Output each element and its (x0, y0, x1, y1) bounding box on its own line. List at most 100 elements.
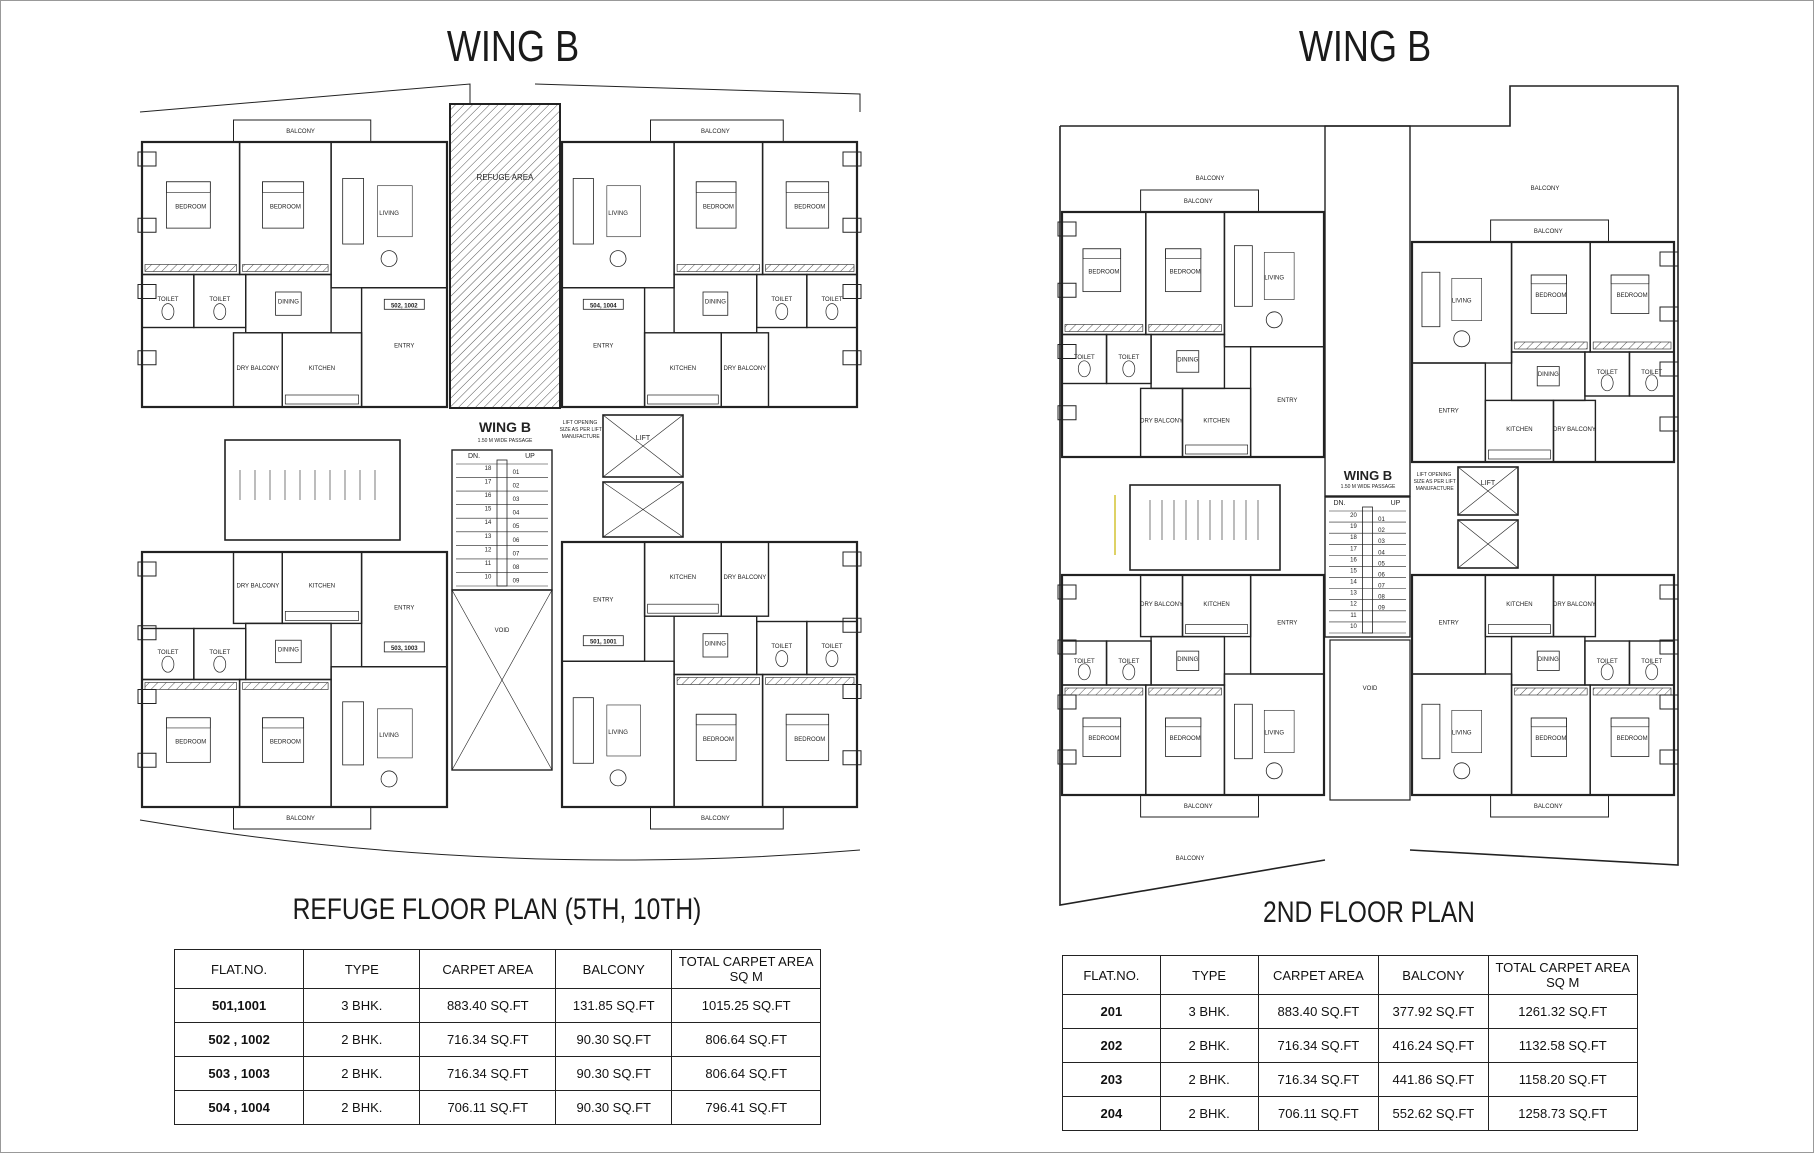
room-label-dry-balcony: DRY BALCONY (237, 366, 280, 372)
toilet-icon (213, 655, 227, 673)
toilet-icon (1077, 663, 1091, 681)
table-cell: 2 BHK. (1159, 1096, 1259, 1131)
room-label-kitchen: KITCHEN (1506, 602, 1532, 608)
balcony (650, 119, 784, 143)
room-label-balcony: BALCONY (1184, 804, 1213, 810)
chair-icon (609, 250, 627, 268)
room-label-bedroom: BEDROOM (1535, 736, 1566, 742)
wardrobe-icon (676, 264, 760, 272)
table-cell: 716.34 SQ.FT (419, 1022, 557, 1057)
table-cell: 706.11 SQ.FT (419, 1090, 557, 1125)
wardrobe-icon (1592, 687, 1672, 696)
stair-step-number: 18 (485, 466, 492, 472)
pillow-icon (1610, 274, 1650, 285)
room-label-bedroom: BEDROOM (1617, 293, 1648, 299)
room-label-living: LIVING (1264, 275, 1284, 281)
refuge-floor-plan-title: REFUGE FLOOR PLAN (5TH, 10TH) (292, 893, 702, 926)
stair-handrail (1362, 506, 1373, 634)
sofa-icon (342, 701, 364, 766)
kitchen-counter-icon (1488, 624, 1551, 634)
table-cell: 883.40 SQ.FT (1257, 994, 1380, 1029)
room-label-entry: ENTRY (1277, 621, 1297, 627)
wardrobe-icon (1064, 324, 1144, 332)
room-label-toilet: TOILET (821, 644, 842, 650)
room-label-entry: ENTRY (1439, 409, 1459, 415)
toilet-icon (825, 650, 839, 667)
room-wall (360, 551, 448, 668)
lift-cross (1457, 519, 1519, 569)
table-cell: 90.30 SQ.FT (555, 1090, 673, 1125)
kitchen-counter-icon (1185, 444, 1248, 455)
central-corridor (1324, 125, 1411, 497)
stair-step-number: 05 (1378, 561, 1385, 567)
room-label-living: LIVING (1264, 731, 1284, 737)
window-icon (842, 284, 862, 299)
flat-number-tag: 503, 1003 (391, 646, 418, 652)
room-wall (561, 287, 646, 408)
room-label-dry-balcony: DRY BALCONY (1140, 419, 1183, 425)
room-label-toilet: TOILET (1597, 659, 1618, 665)
room-label-toilet: TOILET (821, 297, 842, 303)
stair-step-number: 06 (1378, 572, 1385, 578)
stair-up-label: UP (1391, 500, 1401, 507)
balcony-label: BALCONY (1196, 176, 1225, 182)
wardrobe-icon (242, 682, 329, 690)
room-label-bedroom: BEDROOM (1617, 736, 1648, 742)
room-label-dining: DINING (278, 300, 299, 306)
column-header: BALCONY (1378, 955, 1489, 995)
stair-step-number: 02 (1378, 528, 1385, 534)
room-label-toilet: TOILET (209, 297, 230, 303)
room-label-bedroom: BEDROOM (175, 739, 206, 745)
balcony (1490, 219, 1609, 243)
left-wing-title: WING B (446, 22, 580, 71)
room-label-balcony: BALCONY (286, 129, 315, 135)
pillow-icon (1530, 274, 1567, 285)
wardrobe-icon (1148, 324, 1222, 332)
dining-table-icon (1536, 650, 1560, 671)
column-header: TYPE (1159, 955, 1259, 995)
rug-icon (377, 185, 413, 238)
column-header: TOTAL CARPET AREA SQ M (671, 949, 821, 989)
stair-step-number: 12 (485, 547, 492, 553)
toilet-icon (1122, 360, 1136, 378)
table-cell: 2 BHK. (303, 1090, 421, 1125)
stair-step-number: 18 (1350, 535, 1357, 541)
stair-step-number: 03 (1378, 539, 1385, 545)
table-cell: 2 BHK. (303, 1022, 421, 1057)
pillow-icon (785, 181, 829, 193)
window-icon (137, 752, 157, 768)
window-icon (137, 689, 157, 704)
dining-table-icon (1176, 350, 1200, 373)
window-icon (1659, 694, 1679, 710)
table-cell: 716.34 SQ.FT (1257, 1028, 1380, 1063)
column-header: TYPE (303, 949, 421, 989)
room-label-living: LIVING (608, 211, 628, 217)
table-cell: 1258.73 SQ.FT (1487, 1096, 1638, 1131)
room-label-balcony: BALCONY (1534, 804, 1563, 810)
column-header: FLAT.NO. (173, 949, 305, 989)
room-label-kitchen: KITCHEN (1203, 602, 1229, 608)
room-label-living: LIVING (379, 211, 399, 217)
room-label-bedroom: BEDROOM (175, 204, 206, 210)
column-header: FLAT.NO. (1062, 955, 1161, 995)
wardrobe-icon (676, 677, 760, 685)
stair-step-number: 06 (513, 538, 520, 544)
table-cell: 3 BHK. (303, 988, 421, 1023)
pillow-icon (166, 181, 211, 193)
refuge-area (449, 103, 561, 409)
chair-icon (1453, 762, 1471, 780)
passage-label: 1.50 M WIDE PASSAGE (1341, 484, 1396, 490)
right-wing-title: WING B (1298, 22, 1432, 71)
column-header: CARPET AREA (419, 949, 557, 989)
stair-step-number: 14 (485, 520, 492, 526)
room-label-toilet: TOILET (771, 297, 792, 303)
sofa-icon (1233, 245, 1253, 307)
rug-icon (377, 708, 413, 759)
room-label-dry-balcony: DRY BALCONY (1140, 602, 1183, 608)
pillow-icon (695, 181, 737, 193)
window-icon (1057, 749, 1077, 765)
stair-step-number: 09 (513, 578, 520, 584)
table-cell: 416.24 SQ.FT (1378, 1028, 1489, 1063)
